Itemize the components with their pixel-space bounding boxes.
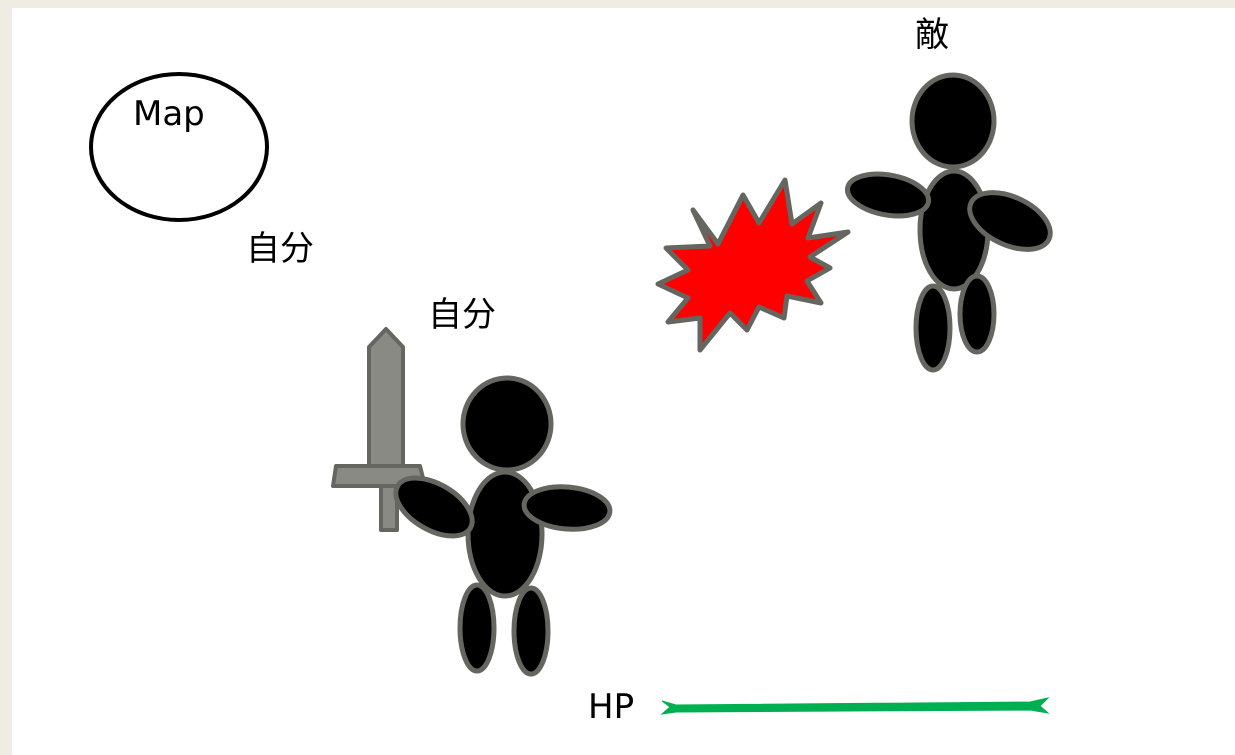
enemy-head	[909, 72, 997, 170]
player-right-leg	[511, 585, 551, 677]
enemy-left-arm	[844, 171, 932, 219]
enemy-left-leg	[913, 283, 953, 373]
player-head	[460, 375, 554, 473]
hp-bar-fill	[660, 697, 1050, 715]
player-left-arm	[393, 475, 475, 539]
sword-grip	[379, 484, 399, 532]
enemy-name-label: 敵	[915, 15, 949, 55]
enemy-figure[interactable]	[844, 72, 1059, 373]
minimap-label: Map	[133, 94, 205, 134]
player-torso	[465, 469, 545, 599]
hp-label: HP	[588, 687, 635, 727]
sword-icon	[331, 327, 427, 532]
player-left-leg	[457, 582, 497, 674]
enemy-right-leg	[957, 273, 997, 355]
player-name-label-outer: 自分	[246, 229, 314, 269]
hp-bar	[660, 697, 1050, 715]
enemy-right-arm	[967, 190, 1053, 252]
minimap-circle[interactable]	[89, 72, 269, 222]
player-name-label: 自分	[428, 295, 496, 335]
player-figure[interactable]	[386, 375, 613, 677]
player-right-arm	[521, 484, 613, 532]
explosion-icon	[655, 177, 851, 353]
minimap[interactable]	[89, 72, 269, 222]
sword-blade	[367, 327, 405, 468]
